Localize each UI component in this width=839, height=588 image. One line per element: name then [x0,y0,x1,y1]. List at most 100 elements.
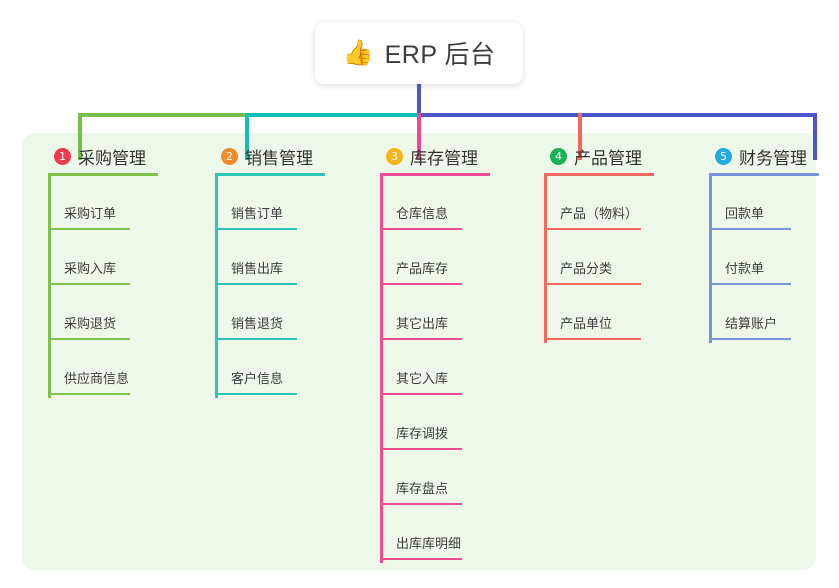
leaf-item-label: 采购入库 [64,261,117,276]
branch-header-finance-management[interactable]: 5 财务管理 [697,143,819,169]
leaf-item[interactable]: 出库库明细 [368,506,490,561]
leaf-item[interactable]: 采购入库 [36,231,158,286]
connector-drop-1 [78,113,82,160]
connector-drop-2 [245,113,249,160]
leaf-item-label: 付款单 [725,261,765,276]
leaf-item-underline [215,228,297,230]
leaf-item[interactable]: 结算账户 [697,286,819,341]
leaf-item-label: 出库库明细 [396,536,462,551]
leaf-item-label: 产品（物料） [560,206,639,221]
root-node[interactable]: 👍 ERP 后台 [315,22,523,84]
leaf-item-label: 其它出库 [396,316,449,331]
leaf-item-underline [48,283,130,285]
branch-title-label: 产品管理 [574,148,642,168]
root-node-label: ERP 后台 [384,41,496,69]
branch-underline [544,173,654,176]
diagram-background-panel [22,133,816,570]
leaf-item[interactable]: 付款单 [697,231,819,286]
leaf-item-underline [380,283,462,285]
branch-header-purchase-management[interactable]: 1 采购管理 [36,143,158,169]
leaf-item-label: 库存盘点 [396,481,449,496]
leaf-item[interactable]: 回款单 [697,176,819,231]
leaf-item[interactable]: 销售出库 [203,231,325,286]
branch-number-badge: 5 [715,147,732,165]
branch-header-sales-management[interactable]: 2 销售管理 [203,143,325,169]
leaf-item-label: 其它入库 [396,371,449,386]
leaf-item[interactable]: 其它出库 [368,286,490,341]
branch-header-product-management[interactable]: 4 产品管理 [532,143,654,169]
branch-number-badge: 3 [386,147,403,165]
branch-items-finance-management: 回款单付款单结算账户 [697,176,819,341]
branch-items-sales-management: 销售订单销售出库销售退货客户信息 [203,176,325,396]
leaf-item-label: 销售出库 [231,261,284,276]
branch-spine-connector [709,176,712,343]
branch-header-inventory-management[interactable]: 3 库存管理 [368,143,490,169]
leaf-item-underline [380,558,462,560]
leaf-item[interactable]: 销售退货 [203,286,325,341]
leaf-item[interactable]: 产品分类 [532,231,654,286]
branch-items-inventory-management: 仓库信息产品库存其它出库其它入库库存调拨库存盘点出库库明细 [368,176,490,561]
leaf-item-underline [709,283,791,285]
leaf-item-underline [380,228,462,230]
branch-title-label: 采购管理 [78,148,146,168]
leaf-item[interactable]: 产品单位 [532,286,654,341]
leaf-item[interactable]: 客户信息 [203,341,325,396]
connector-drop-5 [813,113,817,160]
leaf-item-label: 客户信息 [231,371,284,386]
leaf-item-label: 产品单位 [560,316,613,331]
leaf-item-underline [48,228,130,230]
branch-inventory-management: 3 库存管理仓库信息产品库存其它出库其它入库库存调拨库存盘点出库库明细 [368,143,490,563]
branch-purchase-management: 1 采购管理采购订单采购入库采购退货供应商信息 [36,143,158,398]
leaf-item-underline [380,393,462,395]
connector-bar-segment-2 [248,113,419,117]
leaf-item[interactable]: 库存盘点 [368,451,490,506]
branch-product-management: 4 产品管理产品（物料） 产品分类产品单位 [532,143,654,343]
branch-spine-connector [215,176,218,398]
leaf-item-underline [380,338,462,340]
branch-underline [709,173,819,176]
leaf-item[interactable]: 仓库信息 [368,176,490,231]
leaf-item-label: 采购退货 [64,316,117,331]
connector-drop-3 [417,113,421,160]
leaf-item[interactable]: 采购退货 [36,286,158,341]
leaf-item-underline [215,338,297,340]
leaf-item-label: 采购订单 [64,206,117,221]
branch-items-product-management: 产品（物料） 产品分类产品单位 [532,176,654,341]
branch-underline [380,173,490,176]
leaf-item-label: 销售订单 [231,206,284,221]
leaf-item[interactable]: 销售订单 [203,176,325,231]
leaf-item-underline [380,448,462,450]
leaf-item[interactable]: 其它入库 [368,341,490,396]
branch-title-label: 财务管理 [739,148,807,168]
leaf-item[interactable]: 产品库存 [368,231,490,286]
leaf-item[interactable]: 采购订单 [36,176,158,231]
branch-title-label: 销售管理 [245,148,313,168]
leaf-item[interactable]: 库存调拨 [368,396,490,451]
leaf-item-label: 仓库信息 [396,206,449,221]
leaf-item[interactable]: 产品（物料） [532,176,654,231]
leaf-item-label: 库存调拨 [396,426,449,441]
leaf-item-underline [48,393,130,395]
connector-bar-segment-1 [78,113,248,117]
leaf-item-underline [544,338,641,340]
branch-sales-management: 2 销售管理销售订单销售出库销售退货客户信息 [203,143,325,398]
branch-finance-management: 5 财务管理回款单付款单结算账户 [697,143,819,343]
branch-number-badge: 2 [221,147,238,165]
leaf-item-label: 供应商信息 [64,371,130,386]
thumbs-up-icon: 👍 [342,38,374,67]
leaf-item-label: 产品分类 [560,261,613,276]
connector-bar-segment-3 [419,113,817,117]
branch-number-badge: 1 [54,147,71,165]
leaf-item-underline [544,283,641,285]
leaf-item[interactable]: 供应商信息 [36,341,158,396]
branch-spine-connector [48,176,51,398]
connector-drop-4 [578,113,582,160]
branch-title-label: 库存管理 [410,148,478,168]
branch-number-badge: 4 [550,147,567,165]
branch-spine-connector [544,176,547,343]
leaf-item-underline [380,503,462,505]
root-stem-connector [417,84,421,114]
branch-items-purchase-management: 采购订单采购入库采购退货供应商信息 [36,176,158,396]
leaf-item-underline [709,338,791,340]
leaf-item-underline [48,338,130,340]
